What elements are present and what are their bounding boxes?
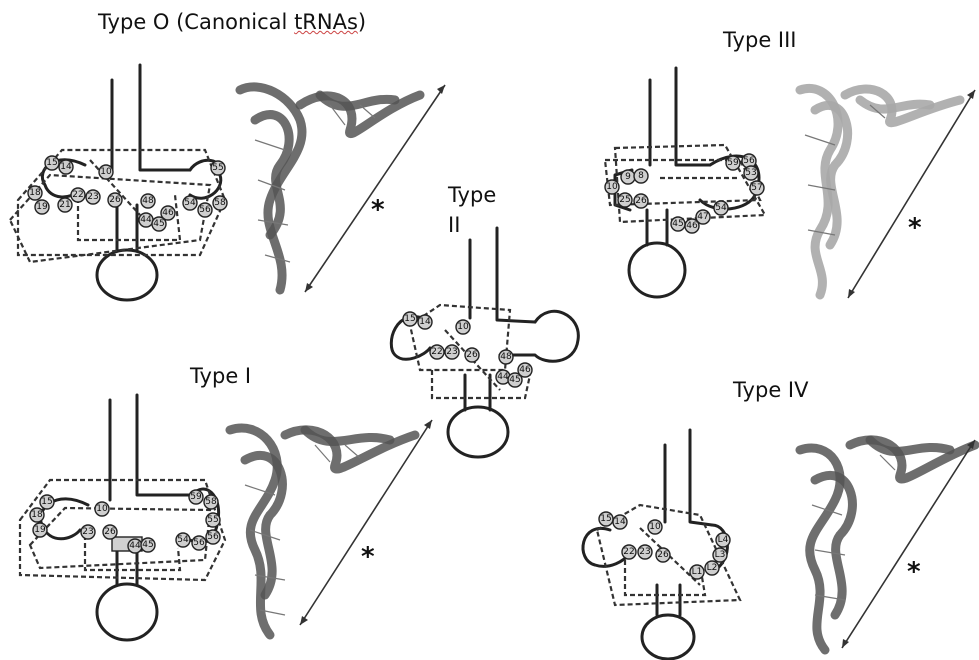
type4-schematic bbox=[583, 430, 740, 659]
svg-text:46: 46 bbox=[162, 208, 174, 218]
svg-text:15: 15 bbox=[600, 514, 611, 524]
svg-text:22: 22 bbox=[72, 190, 83, 200]
svg-text:45: 45 bbox=[672, 219, 683, 229]
svg-text:18: 18 bbox=[29, 188, 41, 198]
svg-text:10: 10 bbox=[100, 167, 112, 177]
type0-3d-structure: * bbox=[240, 85, 445, 292]
svg-text:57: 57 bbox=[751, 183, 762, 193]
svg-text:47: 47 bbox=[697, 212, 708, 222]
svg-text:54: 54 bbox=[184, 198, 196, 208]
type0-anticodon-loop bbox=[97, 250, 157, 300]
svg-text:56: 56 bbox=[207, 532, 219, 542]
svg-text:8: 8 bbox=[638, 171, 644, 181]
type3-length-arrow bbox=[848, 90, 975, 298]
type0-node: 10 bbox=[99, 165, 113, 179]
svg-text:10: 10 bbox=[96, 504, 108, 514]
svg-text:26: 26 bbox=[635, 196, 647, 206]
type2-schematic bbox=[391, 228, 578, 457]
type4-3d-structure: * bbox=[800, 440, 975, 650]
svg-text:56: 56 bbox=[193, 538, 205, 548]
type3-3d-structure: * bbox=[800, 88, 975, 298]
type0-node: 23 bbox=[86, 190, 100, 204]
svg-text:46: 46 bbox=[686, 221, 698, 231]
svg-text:55: 55 bbox=[212, 163, 223, 173]
type0-acceptor-stem-right bbox=[140, 65, 190, 170]
svg-text:25: 25 bbox=[619, 195, 630, 205]
svg-text:44: 44 bbox=[497, 372, 509, 382]
svg-text:21: 21 bbox=[59, 200, 70, 210]
svg-text:15: 15 bbox=[46, 158, 57, 168]
type0-node: 21 bbox=[58, 198, 72, 212]
type0-node: 55 bbox=[211, 161, 225, 175]
svg-text:44: 44 bbox=[129, 541, 141, 551]
svg-text:26: 26 bbox=[466, 350, 478, 360]
svg-text:14: 14 bbox=[614, 517, 626, 527]
svg-text:26: 26 bbox=[104, 527, 116, 537]
svg-text:15: 15 bbox=[404, 314, 415, 324]
svg-text:56: 56 bbox=[743, 156, 755, 166]
svg-text:45: 45 bbox=[142, 540, 153, 550]
type3-asterisk: * bbox=[908, 213, 922, 243]
type1-schematic bbox=[20, 395, 225, 640]
svg-text:23: 23 bbox=[446, 347, 457, 357]
svg-text:14: 14 bbox=[60, 162, 72, 172]
type2-nodes: 15 14 10 22 23 26 48 44 45 46 bbox=[403, 312, 532, 387]
type0-asterisk: * bbox=[371, 195, 385, 225]
svg-text:L2: L2 bbox=[707, 563, 718, 573]
svg-text:19: 19 bbox=[36, 202, 48, 212]
svg-text:48: 48 bbox=[142, 196, 154, 206]
svg-text:18: 18 bbox=[31, 510, 43, 520]
svg-text:48: 48 bbox=[500, 352, 512, 362]
svg-text:59: 59 bbox=[190, 492, 202, 502]
type0-node: 58 bbox=[213, 196, 227, 210]
svg-text:L1: L1 bbox=[692, 567, 703, 577]
svg-text:26: 26 bbox=[657, 550, 669, 560]
type0-node: 44 bbox=[139, 213, 153, 227]
type0-node: 18 bbox=[28, 186, 42, 200]
svg-text:46: 46 bbox=[519, 365, 531, 375]
svg-text:19: 19 bbox=[34, 525, 46, 535]
type0-node: 15 bbox=[45, 156, 59, 170]
svg-text:23: 23 bbox=[87, 192, 98, 202]
svg-text:44: 44 bbox=[140, 215, 152, 225]
type0-node: 48 bbox=[141, 194, 155, 208]
svg-text:45: 45 bbox=[509, 375, 520, 385]
type4-asterisk: * bbox=[907, 557, 921, 587]
svg-text:23: 23 bbox=[639, 547, 650, 557]
type0-node: 22 bbox=[71, 188, 85, 202]
type1-3d-structure: * bbox=[230, 420, 432, 635]
svg-text:15: 15 bbox=[41, 497, 52, 507]
svg-text:L3: L3 bbox=[715, 550, 726, 560]
svg-text:58: 58 bbox=[205, 497, 217, 507]
type0-node: 19 bbox=[35, 200, 49, 214]
type0-node: 46 bbox=[161, 206, 175, 220]
type4-length-arrow bbox=[842, 440, 975, 648]
type0-nodes: 15 14 10 18 19 21 22 23 26 48 44 45 46 5… bbox=[28, 156, 227, 231]
svg-text:55: 55 bbox=[207, 515, 218, 525]
svg-text:53: 53 bbox=[745, 168, 756, 178]
type0-node: 14 bbox=[59, 160, 73, 174]
svg-text:14: 14 bbox=[419, 317, 431, 327]
type0-node: 54 bbox=[183, 196, 197, 210]
svg-text:54: 54 bbox=[715, 203, 727, 213]
type1-asterisk: * bbox=[361, 542, 375, 572]
type0-node: 56 bbox=[198, 203, 212, 217]
svg-text:58: 58 bbox=[214, 198, 226, 208]
svg-text:10: 10 bbox=[606, 182, 618, 192]
type0-node: 26 bbox=[108, 193, 122, 207]
svg-text:56: 56 bbox=[199, 205, 211, 215]
svg-text:26: 26 bbox=[109, 195, 121, 205]
svg-text:23: 23 bbox=[82, 527, 93, 537]
type0-schematic bbox=[10, 65, 225, 300]
svg-text:59: 59 bbox=[727, 158, 739, 168]
svg-text:10: 10 bbox=[457, 322, 469, 332]
svg-text:9: 9 bbox=[625, 172, 631, 182]
svg-text:22: 22 bbox=[623, 547, 634, 557]
svg-text:22: 22 bbox=[431, 347, 442, 357]
svg-text:10: 10 bbox=[649, 522, 661, 532]
svg-text:L4: L4 bbox=[718, 535, 729, 545]
svg-text:54: 54 bbox=[177, 535, 189, 545]
svg-text:45: 45 bbox=[153, 219, 164, 229]
